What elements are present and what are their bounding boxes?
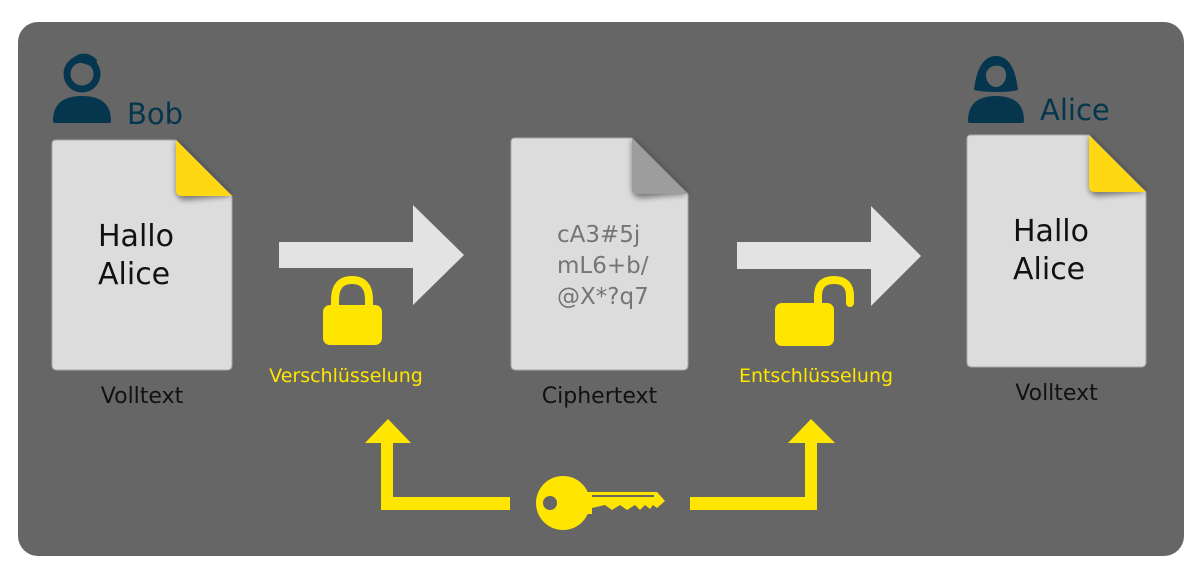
plaintext-line: Alice — [98, 257, 171, 292]
plaintext-line: Hallo — [1013, 214, 1089, 249]
document-fold-accent — [176, 140, 232, 196]
sender-name: Bob — [127, 97, 184, 131]
user-male-icon — [53, 53, 111, 123]
plaintext-document-alice — [966, 134, 1147, 368]
recipient-name: Alice — [1040, 93, 1110, 127]
ciphertext-line: @X*?q7 — [557, 284, 649, 310]
plaintext-line: Hallo — [98, 219, 174, 254]
plaintext-line: Alice — [1013, 252, 1086, 287]
plaintext-content-bob: Hallo Alice — [98, 218, 174, 294]
encrypt-arrow — [279, 205, 464, 305]
plaintext-document-bob — [51, 139, 233, 371]
encryption-label: Verschlüsselung — [269, 365, 423, 387]
ciphertext-content: cA3#5j mL6+b/ @X*?q7 — [557, 220, 649, 313]
sender-document-caption: Volltext — [100, 384, 184, 409]
decrypt-arrow — [737, 206, 921, 306]
recipient-document-caption: Volltext — [1015, 381, 1098, 406]
ciphertext-document — [510, 137, 689, 371]
key-to-encryption-arrow — [365, 419, 510, 510]
ciphertext-line: cA3#5j — [557, 222, 641, 248]
document-fold-accent — [1089, 135, 1146, 192]
key-to-decryption-arrow — [690, 419, 835, 510]
user-female-icon — [968, 56, 1024, 123]
document-fold — [632, 138, 688, 194]
ciphertext-caption: Ciphertext — [541, 384, 658, 409]
lock-closed-icon — [323, 275, 382, 345]
ciphertext-line: mL6+b/ — [557, 253, 649, 279]
lock-open-icon — [775, 275, 854, 346]
plaintext-content-alice: Hallo Alice — [1013, 213, 1089, 289]
key-icon — [536, 476, 665, 530]
decryption-label: Entschlüsselung — [738, 365, 894, 387]
